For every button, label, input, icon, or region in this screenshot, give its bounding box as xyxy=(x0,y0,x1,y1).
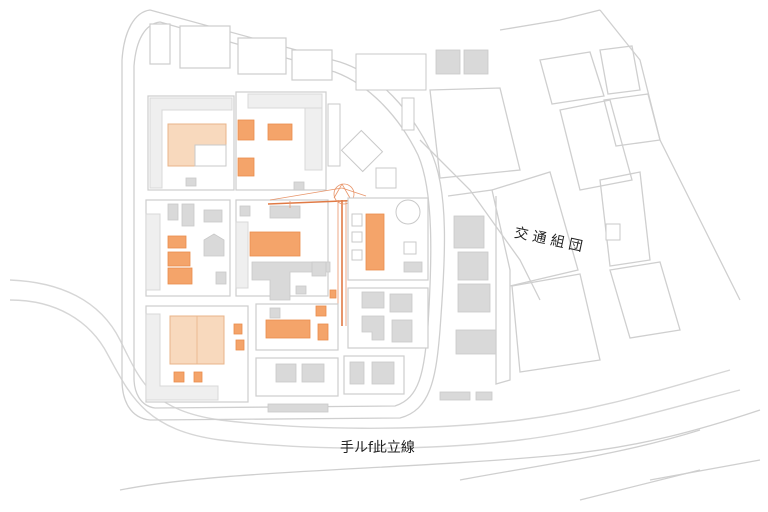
block-north-center xyxy=(235,91,327,191)
block-northwest xyxy=(147,95,235,191)
block-north-east xyxy=(327,49,489,189)
highlight-building-1 xyxy=(237,119,255,141)
block-west-middle xyxy=(145,199,231,297)
block-south-center xyxy=(255,303,339,413)
road-label: 手ルf此立線 xyxy=(340,440,415,456)
highlight-building-center xyxy=(249,231,301,257)
block-southeast xyxy=(343,287,429,395)
highlight-building-3 xyxy=(237,157,255,177)
district-label: 交 通 組 団 xyxy=(513,224,584,255)
block-center-east xyxy=(347,197,429,281)
highlight-building-2 xyxy=(267,123,293,141)
block-east-district xyxy=(429,45,681,401)
block-southwest xyxy=(145,305,249,403)
north-blocks xyxy=(149,23,333,81)
highlight-building-east xyxy=(365,213,385,271)
block-center xyxy=(235,199,337,301)
